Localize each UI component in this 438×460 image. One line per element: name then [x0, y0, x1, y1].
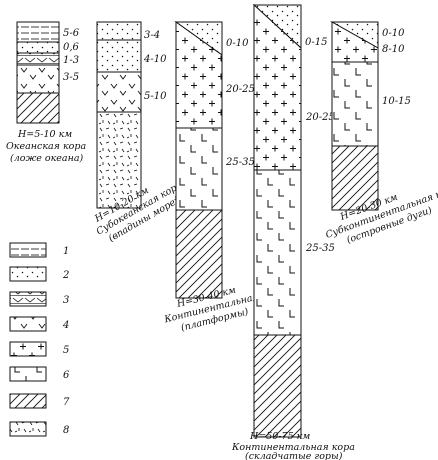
- legend-swatch: [9, 421, 47, 437]
- legend-swatch: [9, 393, 47, 409]
- layer-basalt-granulite: [175, 127, 223, 211]
- thickness-label: 10-15: [382, 96, 411, 107]
- column-subcontinental: 0-10 8-10 10-15 H=20-30 км Субконтинента…: [324, 21, 438, 246]
- layer-mantle: [16, 92, 60, 124]
- legend-number: 8: [63, 425, 69, 436]
- legend-number: 2: [62, 270, 69, 281]
- crust-setting: (складчатые горы): [245, 451, 343, 460]
- layer-loose-sediments: [16, 41, 60, 54]
- layer-sediments: [16, 21, 60, 43]
- layer-mantle-consolidated: [96, 111, 142, 209]
- thickness-label: 20-25: [225, 84, 255, 95]
- column-suboceanic: 3-4 4-10 5-10 H=10-20 км Субокеанская ко…: [92, 21, 186, 244]
- column-continental-fold: 0-15 20-25 25-35 H=50-75 км Континенталь…: [231, 3, 355, 460]
- thickness-label: 25-35: [225, 157, 255, 168]
- crust-thickness: H=5-10 км: [17, 129, 72, 140]
- crust-setting: (ложе океана): [10, 153, 84, 164]
- crust-thickness: H=50-75 км: [249, 431, 310, 442]
- legend-number: 6: [63, 370, 70, 381]
- legend-swatch: [9, 266, 47, 282]
- crust-type-name: Континентальная кора: [231, 442, 355, 453]
- thickness-label: 1-3: [63, 55, 79, 66]
- legend-number: 7: [63, 397, 70, 408]
- thickness-label: 20-25: [305, 112, 335, 123]
- thickness-label: 3-4: [144, 30, 160, 41]
- layer-basalt: [96, 71, 142, 113]
- thickness-label: 4-10: [143, 54, 167, 65]
- legend-swatch: [9, 366, 47, 382]
- thickness-label: 3-5: [63, 72, 79, 83]
- legend-number: 3: [63, 295, 69, 306]
- legend-swatch: [9, 316, 47, 332]
- legend-number: 4: [62, 320, 69, 331]
- legend-swatch: [9, 291, 47, 307]
- legend-number: 5: [63, 345, 69, 356]
- layer-basalt-granulite: [253, 169, 302, 336]
- legend: 1 2 3 4 5 6 7 8: [9, 242, 70, 437]
- thickness-label: 25-35: [305, 243, 335, 254]
- thickness-label: 0,6: [63, 42, 80, 53]
- thickness-label: 0-10: [382, 28, 405, 39]
- layer-basalt: [16, 64, 60, 94]
- legend-swatch: [9, 242, 47, 258]
- thickness-label: 0-15: [305, 37, 327, 48]
- layer-basalt-granulite: [331, 61, 379, 147]
- thickness-label: 5-6: [63, 28, 80, 39]
- thickness-label: 8-10: [382, 44, 405, 55]
- thickness-label: 0-10: [226, 38, 249, 49]
- column-oceanic: 5-6 0,6 1-3 3-5 H=5-10 км Океанская кора…: [6, 21, 86, 164]
- legend-swatch: [9, 341, 47, 357]
- thickness-label: 5-10: [144, 91, 167, 102]
- layer-mantle: [331, 145, 379, 211]
- crust-type-name: Океанская кора: [6, 141, 86, 152]
- layer-basalt-sediment: [16, 52, 60, 66]
- layer-loose-sediments: [96, 39, 142, 73]
- layer-loose-sediments: [96, 21, 142, 41]
- layer-mantle: [175, 209, 223, 299]
- legend-number: 1: [63, 246, 69, 257]
- layer-mantle: [253, 334, 302, 438]
